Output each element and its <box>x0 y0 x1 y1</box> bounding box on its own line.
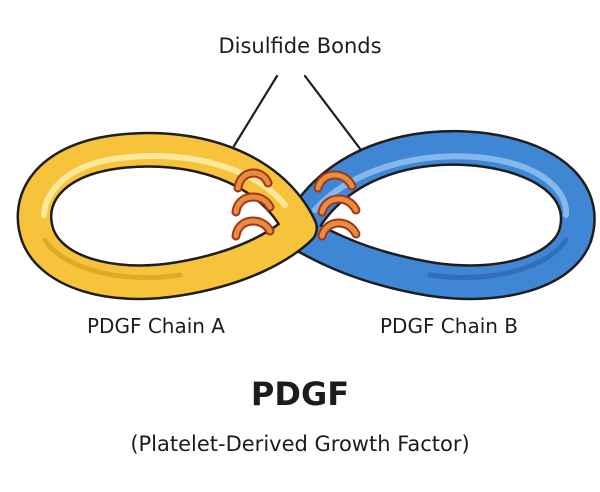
diagram-title: PDGF <box>250 375 350 413</box>
disulfide-bonds <box>231 168 361 241</box>
chain-a-ring <box>16 131 318 301</box>
chain-b-label: PDGF Chain B <box>379 314 519 338</box>
bond-pointer-lines <box>232 74 363 152</box>
chain-a-label: PDGF Chain A <box>87 314 225 338</box>
diagram-subtitle: (Platelet-Derived Growth Factor) <box>130 432 470 456</box>
pointer-line-right <box>303 74 363 152</box>
disulfide-bonds-label: Disulfide Bonds <box>218 34 382 58</box>
pointer-line-left <box>232 74 279 148</box>
chain-b-ring <box>280 129 596 301</box>
